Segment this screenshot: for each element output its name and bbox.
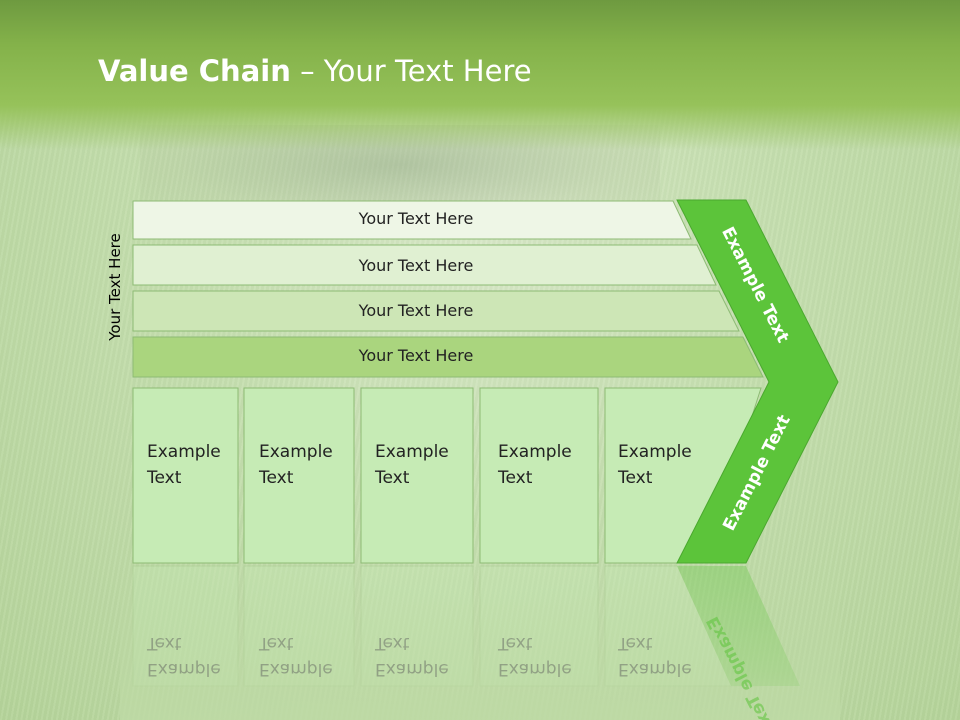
- reflection-line2: Text: [259, 633, 294, 653]
- reflection-fade: [120, 560, 840, 720]
- slide-title: Value Chain – Your Text Here: [98, 54, 532, 88]
- column-text-line2: Text: [618, 468, 653, 488]
- row-label-3: Your Text Here: [358, 301, 474, 320]
- column-text-line1: Example: [618, 442, 692, 462]
- reflection-line1: Example: [259, 659, 333, 679]
- row-band-2: [132, 244, 717, 286]
- header-band: [0, 0, 960, 150]
- column-text-line1: Example: [147, 442, 221, 462]
- title-rest: – Your Text Here: [290, 54, 532, 88]
- row-label-2: Your Text Here: [358, 256, 474, 275]
- column-text-line1: Example: [259, 442, 333, 462]
- column-text-line1: Example: [375, 442, 449, 462]
- reflection-line2: Text: [498, 633, 533, 653]
- column-text-reflection: Example Text: [618, 630, 692, 682]
- column-text-reflection: Example Text: [147, 630, 221, 682]
- reflection-line2: Text: [618, 633, 653, 653]
- row-label-4: Your Text Here: [358, 346, 474, 365]
- column-text-line1: Example: [498, 442, 572, 462]
- column-text-line2: Text: [259, 468, 294, 488]
- row-band-3: [132, 290, 740, 332]
- reflection-line2: Text: [147, 633, 182, 653]
- column-text-reflection: Example Text: [498, 630, 572, 682]
- reflection-line1: Example: [375, 659, 449, 679]
- row-label-1: Your Text Here: [358, 209, 474, 228]
- column-text-line2: Text: [375, 468, 410, 488]
- column-text-line2: Text: [498, 468, 533, 488]
- reflection-line2: Text: [375, 633, 410, 653]
- row-band-4: [132, 336, 764, 378]
- reflection-line1: Example: [147, 659, 221, 679]
- row-band-1: [132, 200, 692, 240]
- column-cell-4: [479, 387, 599, 564]
- title-bold: Value Chain: [98, 54, 291, 88]
- column-cell-3: [360, 387, 474, 564]
- column-text-reflection: Example Text: [259, 630, 333, 682]
- reflection-line1: Example: [498, 659, 572, 679]
- column-text-reflection: Example Text: [375, 630, 449, 682]
- column-text-line2: Text: [147, 468, 182, 488]
- column-cell-2: [243, 387, 355, 564]
- reflection-line1: Example: [618, 659, 692, 679]
